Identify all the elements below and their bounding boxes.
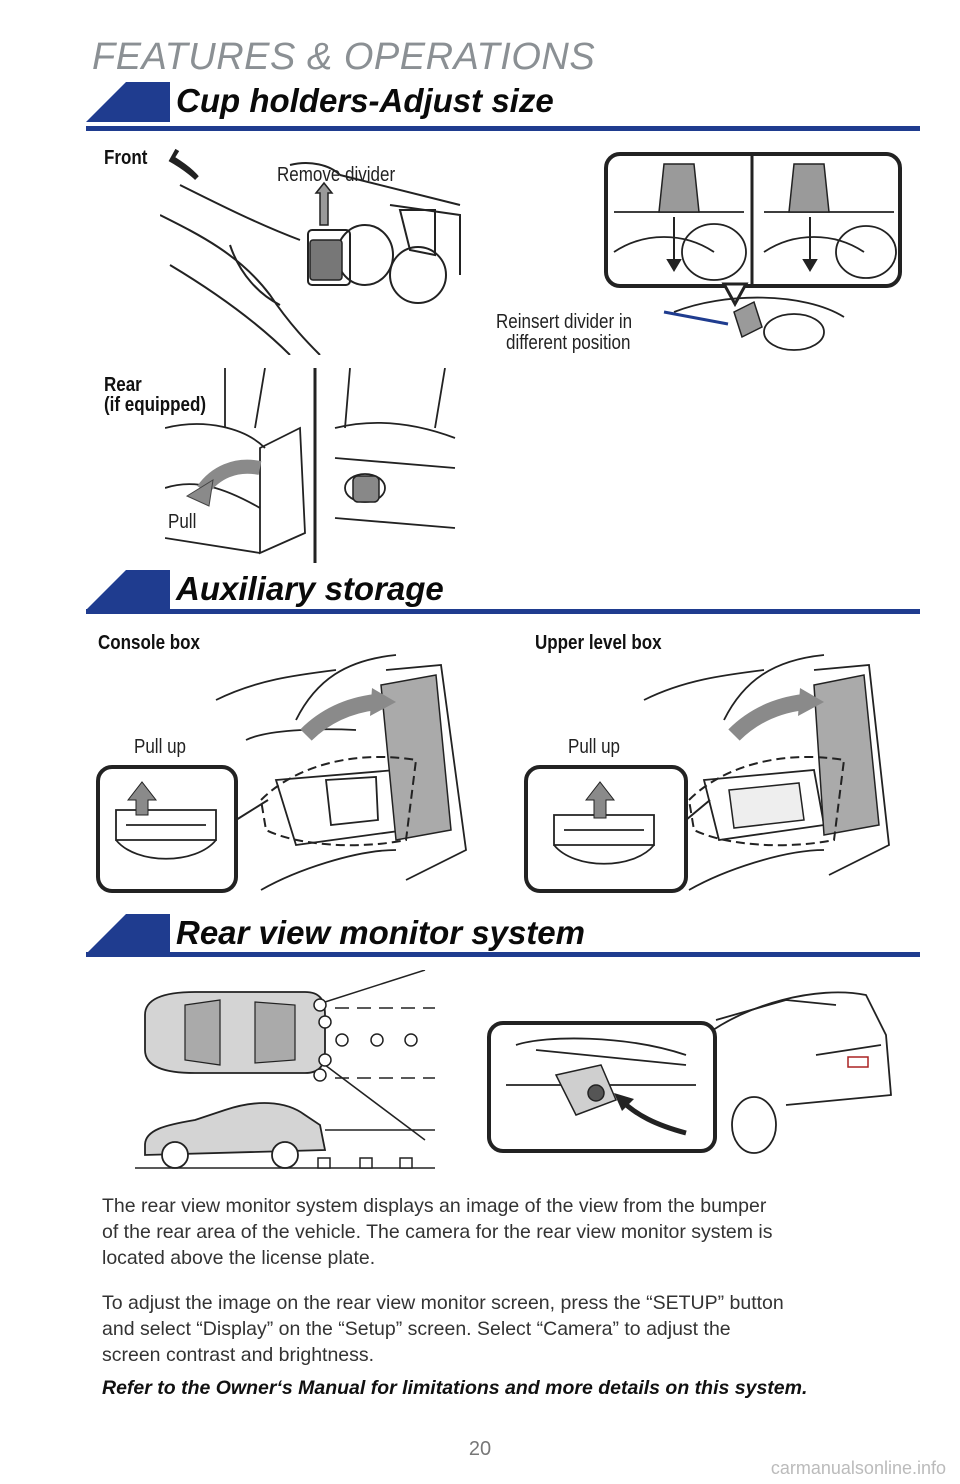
rear-sub-label: (if equipped)	[104, 394, 206, 416]
section-title: Cup holders-Adjust size	[176, 82, 554, 119]
front-label: Front	[104, 147, 148, 169]
paragraph-line: screen contrast and brightness.	[102, 1344, 375, 1366]
reinsert-divider-line2: different position	[506, 332, 631, 354]
page-number: 20	[468, 1438, 492, 1460]
section-cup-holders: Cup holders-Adjust size	[86, 82, 920, 131]
pull-up-left-label: Pull up	[134, 736, 186, 758]
rear-view-description: The rear view monitor system displays an…	[102, 1193, 892, 1271]
paragraph-line: and select “Display” on the “Setup” scre…	[102, 1318, 731, 1340]
section-rear-view: Rear view monitor system	[86, 914, 920, 957]
pull-up-right-label: Pull up	[568, 736, 620, 758]
paragraph-line: The rear view monitor system displays an…	[102, 1195, 767, 1217]
paragraph-line: located above the license plate.	[102, 1247, 376, 1269]
reinsert-divider-line1: Reinsert divider in	[496, 311, 633, 333]
rear-camera-coverage-diagram	[135, 970, 435, 1169]
paragraph-line: To adjust the image on the rear view mon…	[102, 1292, 784, 1314]
console-box-illustration	[96, 654, 467, 893]
front-cupholder-illustration	[160, 148, 461, 355]
section-title: Rear view monitor system	[176, 914, 585, 951]
section-banner-shape	[86, 914, 920, 957]
page-header: FEATURES & OPERATIONS	[92, 36, 596, 78]
rear-label: Rear	[104, 374, 142, 396]
rear-armrest-illustration	[165, 368, 456, 563]
reinsert-divider-inset	[604, 152, 902, 351]
remove-divider-label: Remove divider	[277, 164, 396, 186]
console-box-label: Console box	[98, 632, 201, 654]
section-banner-shape	[86, 570, 920, 614]
camera-location-illustration	[487, 991, 892, 1154]
rear-view-setup-instructions: To adjust the image on the rear view mon…	[102, 1290, 892, 1368]
section-aux-storage: Auxiliary storage	[86, 570, 920, 614]
paragraph-line: of the rear area of the vehicle. The cam…	[102, 1221, 773, 1243]
pull-label: Pull	[168, 511, 197, 533]
section-title: Auxiliary storage	[176, 570, 444, 607]
upper-level-box-illustration	[524, 654, 890, 893]
owners-manual-note: Refer to the Owner‘s Manual for limitati…	[102, 1377, 808, 1399]
watermark: carmanualsonline.info	[770, 1458, 946, 1478]
section-banner-shape	[86, 82, 920, 131]
upper-level-box-label: Upper level box	[535, 632, 662, 654]
